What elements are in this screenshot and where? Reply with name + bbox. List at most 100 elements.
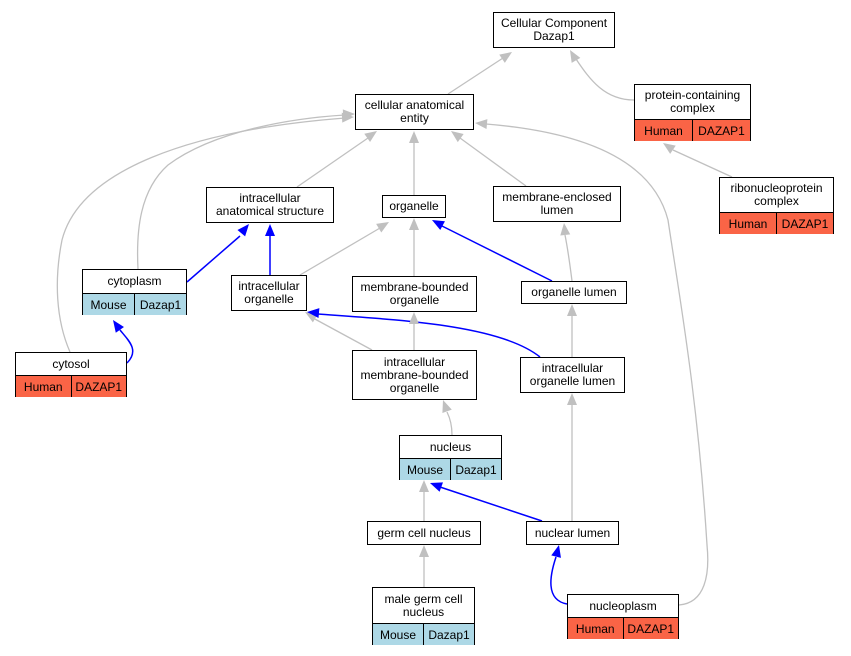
- node-label: male germ cell nucleus: [384, 591, 463, 619]
- gene-cell: Dazap1: [134, 294, 186, 315]
- gene-cell: DAZAP1: [776, 213, 833, 234]
- edge-np-to-nl: [550, 545, 568, 605]
- node-label: ribonucleoprotein complex: [730, 181, 823, 208]
- species-cell: Mouse: [83, 294, 134, 315]
- arrowhead: [237, 224, 249, 237]
- edge-line: [485, 123, 709, 606]
- node-intracellular-membrane-bounded-organelle[interactable]: intracellular membrane-bounded organelle: [352, 350, 477, 400]
- arrowhead: [551, 545, 561, 558]
- arrowhead: [567, 304, 577, 316]
- arrowhead: [341, 112, 354, 123]
- edge-org-to-cae: [409, 131, 419, 195]
- node-label: intracellular anatomical structure: [215, 191, 325, 218]
- node-label: intracellular organelle lumen: [529, 361, 616, 388]
- node-intracellular-organelle-lumen[interactable]: intracellular organelle lumen: [520, 357, 625, 393]
- node-label: nucleus: [429, 439, 472, 454]
- node-nucleoplasm[interactable]: nucleoplasm Human DAZAP1: [567, 594, 679, 639]
- edge-rnp-to-pcc: [663, 143, 733, 178]
- edge-line: [296, 137, 369, 188]
- node-cellular-anatomical-entity[interactable]: cellular anatomical entity: [355, 94, 474, 130]
- node-organelle[interactable]: organelle: [382, 195, 446, 218]
- edge-mel-to-cae: [451, 131, 527, 187]
- node-nucleus[interactable]: nucleus Mouse Dazap1: [399, 435, 502, 480]
- arrowhead: [364, 131, 377, 142]
- node-ribonucleoprotein-complex[interactable]: ribonucleoprotein complex Human DAZAP1: [719, 177, 834, 234]
- annotation-row: Human DAZAP1: [568, 617, 678, 639]
- node-label: intracellular membrane-bounded organelle: [360, 354, 469, 395]
- edge-cyto-to-ias: [186, 224, 249, 283]
- arrowhead: [560, 223, 571, 236]
- gene-cell: Dazap1: [450, 459, 501, 480]
- arrowhead: [451, 131, 464, 143]
- edge-io-to-ias: [265, 224, 275, 275]
- edge-nuc-to-imbo: [442, 400, 453, 436]
- edge-nl-to-iol: [567, 393, 577, 521]
- node-label: cellular anatomical entity: [364, 98, 465, 125]
- arrowhead: [430, 482, 443, 492]
- edge-line: [439, 486, 543, 522]
- edge-ol-to-org: [432, 220, 553, 282]
- edge-line: [317, 313, 541, 358]
- edge-line: [447, 57, 504, 95]
- node-label: intracellular organelle: [238, 279, 300, 306]
- node-cytosol[interactable]: cytosol Human DAZAP1: [15, 352, 127, 397]
- edge-gcn-to-nuc: [419, 480, 429, 521]
- edge-line: [56, 117, 346, 353]
- node-label: Cellular Component Dazap1: [500, 16, 608, 43]
- edge-ias-to-cae: [296, 131, 377, 188]
- annotation-row: Mouse Dazap1: [400, 458, 501, 480]
- edge-line: [136, 114, 346, 270]
- node-intracellular-anatomical-structure[interactable]: intracellular anatomical structure: [206, 187, 334, 223]
- node-protein-containing-complex[interactable]: protein-containing complex Human DAZAP1: [634, 84, 751, 141]
- edge-iol-to-ol: [567, 304, 577, 357]
- annotation-row: Mouse Dazap1: [83, 293, 186, 315]
- species-cell: Human: [16, 376, 71, 397]
- node-membrane-enclosed-lumen[interactable]: membrane-enclosed lumen: [493, 186, 621, 222]
- node-cytoplasm[interactable]: cytoplasm Mouse Dazap1: [82, 269, 187, 315]
- edge-line: [299, 227, 381, 276]
- node-label: nucleoplasm: [589, 598, 657, 613]
- edge-line: [119, 329, 134, 364]
- arrowhead: [419, 480, 429, 492]
- node-organelle-lumen[interactable]: organelle lumen: [521, 281, 627, 304]
- arrowhead: [442, 400, 452, 413]
- node-nuclear-lumen[interactable]: nuclear lumen: [526, 521, 619, 545]
- edge-mbo-to-org: [409, 218, 419, 276]
- arrowhead: [570, 50, 581, 63]
- node-label: membrane-bounded organelle: [360, 280, 469, 307]
- node-label: nuclear lumen: [534, 525, 611, 540]
- node-intracellular-organelle[interactable]: intracellular organelle: [231, 275, 307, 311]
- edge-imbo-to-mbo: [409, 312, 419, 350]
- edge-line: [564, 234, 573, 282]
- node-label: protein-containing complex: [644, 88, 741, 115]
- arrowhead: [432, 220, 445, 231]
- annotation-row: Human DAZAP1: [16, 375, 126, 397]
- node-membrane-bounded-organelle[interactable]: membrane-bounded organelle: [352, 276, 477, 312]
- edge-ol-to-mel: [560, 223, 573, 282]
- node-cellular-component[interactable]: Cellular Component Dazap1: [493, 12, 615, 48]
- arrowhead: [419, 545, 429, 557]
- species-cell: Human: [635, 120, 692, 141]
- edge-mgcn-to-gcn: [419, 545, 429, 587]
- arrowhead: [265, 224, 275, 236]
- gene-cell: DAZAP1: [622, 618, 678, 639]
- gene-cell: DAZAP1: [692, 120, 750, 141]
- node-label: membrane-enclosed lumen: [502, 190, 612, 217]
- node-germ-cell-nucleus[interactable]: germ cell nucleus: [367, 521, 481, 545]
- species-cell: Mouse: [373, 624, 423, 645]
- edge-line: [312, 317, 373, 351]
- arrowhead: [409, 218, 419, 230]
- arrowhead: [113, 320, 124, 333]
- node-label: cytosol: [52, 356, 90, 371]
- species-cell: Mouse: [400, 459, 450, 480]
- species-cell: Human: [720, 213, 776, 234]
- edge-line: [672, 149, 733, 178]
- arrowhead: [409, 131, 419, 143]
- gene-cell: Dazap1: [423, 624, 474, 645]
- edge-np-to-cae: [475, 119, 709, 606]
- edge-line: [575, 58, 635, 101]
- edge-nl-to-nuc: [430, 482, 543, 522]
- node-male-germ-cell-nucleus[interactable]: male germ cell nucleus Mouse Dazap1: [372, 587, 475, 645]
- edge-line: [186, 235, 241, 283]
